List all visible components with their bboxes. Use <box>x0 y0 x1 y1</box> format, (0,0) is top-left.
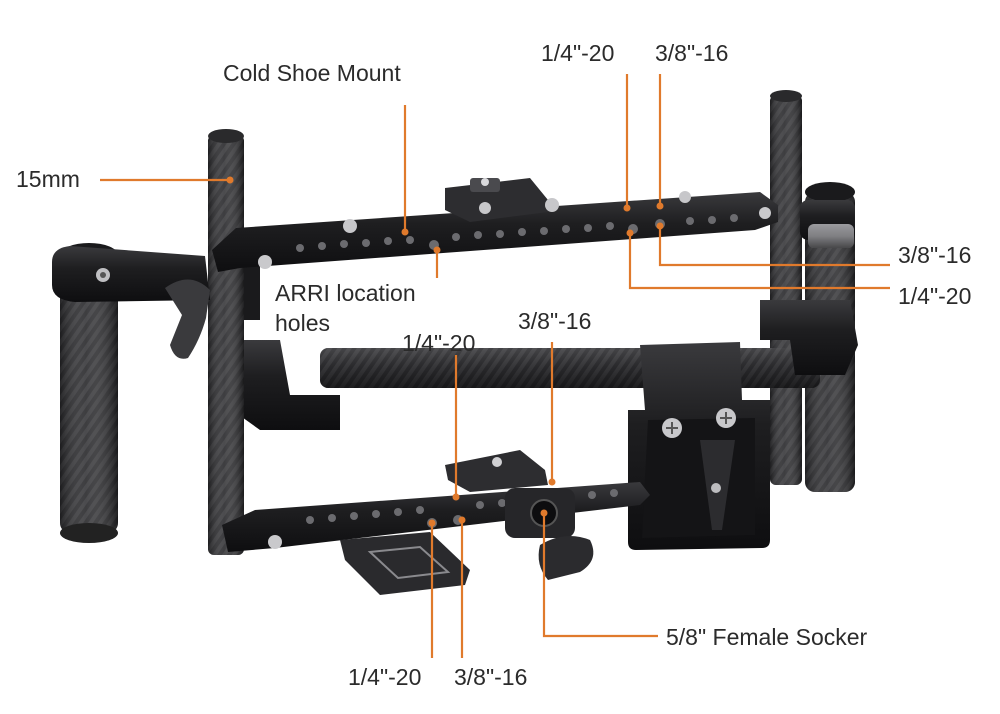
label-arri-location-line2: holes <box>275 310 330 336</box>
front-left-rod <box>208 129 244 555</box>
label-top-quarter-20: 1/4"-20 <box>541 40 615 66</box>
label-middle-quarter-20: 1/4"-20 <box>402 330 476 356</box>
middle-rod <box>320 348 820 388</box>
label-bottom-three-eighths-16: 3/8"-16 <box>454 664 528 690</box>
label-right-three-eighths-16: 3/8"-16 <box>898 242 972 268</box>
label-cold-shoe-mount: Cold Shoe Mount <box>223 60 401 86</box>
left-clamp <box>52 246 210 359</box>
left-handle <box>60 243 118 543</box>
label-right-quarter-20: 1/4"-20 <box>898 283 972 309</box>
label-five-eighths-female-socket: 5/8" Female Socker <box>666 624 868 650</box>
label-top-three-eighths-16: 3/8"-16 <box>655 40 729 66</box>
bottom-cheese-plate <box>222 450 650 595</box>
vmount-plate <box>628 342 770 550</box>
label-arri-location-line1: ARRI location <box>275 280 416 306</box>
right-clamp <box>800 200 855 248</box>
label-middle-three-eighths-16: 3/8"-16 <box>518 308 592 334</box>
label-15mm-rod: 15mm <box>16 166 80 192</box>
leader-lines <box>100 74 890 658</box>
right-side-bracket <box>760 300 858 375</box>
label-bottom-quarter-20: 1/4"-20 <box>348 664 422 690</box>
top-cheese-plate <box>212 178 778 272</box>
